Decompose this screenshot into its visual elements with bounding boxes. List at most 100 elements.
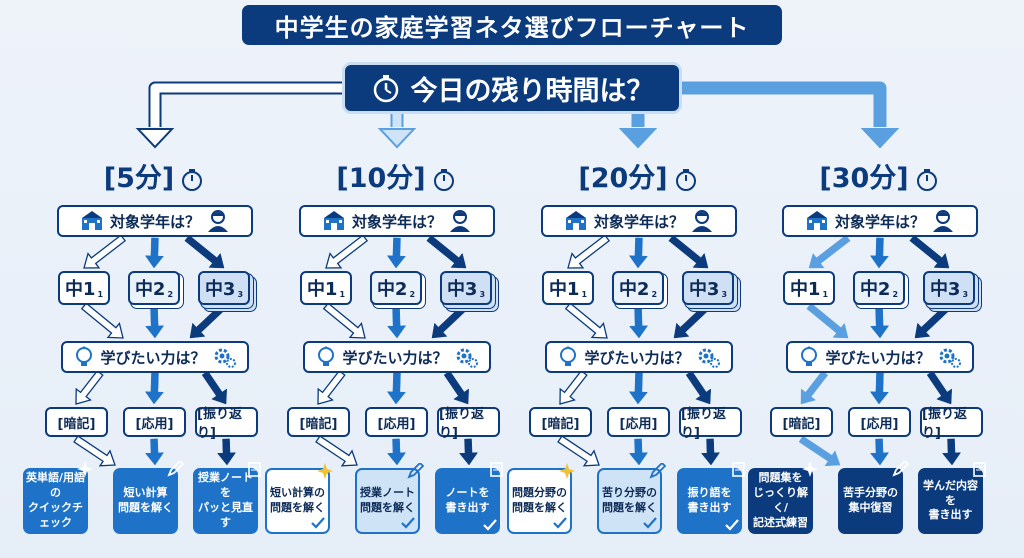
result-card[interactable]: 苦り分野の 問題を解く xyxy=(597,463,666,534)
result-card[interactable]: 短い計算 問題を解く xyxy=(113,461,184,534)
grade-question: 対象学年は？ xyxy=(57,205,253,237)
school-icon xyxy=(81,211,102,230)
grade-label: 中2 xyxy=(134,279,166,300)
result-card[interactable]: 英単語/用語の クイックチェック xyxy=(23,461,93,534)
result-text: 短い計算 問題を解く xyxy=(118,486,173,514)
grade-question-text: 対象学年は？ xyxy=(593,212,684,231)
grade-label: 中3 xyxy=(204,279,236,300)
grade-subscript: 2 xyxy=(892,290,899,299)
skill-box[interactable]: [応用] xyxy=(123,407,186,437)
result-card[interactable]: 学んだ内容を 書き出す xyxy=(918,462,986,534)
student-icon xyxy=(933,210,953,232)
skill-box[interactable]: [振り返り] xyxy=(437,407,500,441)
grade-label: 中2 xyxy=(376,279,408,300)
grade-label: 中1 xyxy=(64,279,96,300)
time-branch-arrow xyxy=(377,114,417,149)
skill-box[interactable]: [振り返り] xyxy=(195,407,258,441)
grade-label: 中1 xyxy=(789,279,821,300)
time-label: [30分] xyxy=(770,156,990,195)
hourglass-icon xyxy=(916,168,937,191)
result-card[interactable]: 問題分野の 問題を解く xyxy=(507,463,575,534)
grade-label: 中2 xyxy=(859,279,891,300)
result-text: 授業ノートを パッと見直す xyxy=(198,471,253,529)
time-branch-arrow xyxy=(135,81,342,149)
skill-box[interactable]: [暗記] xyxy=(529,407,592,437)
stopwatch-icon xyxy=(373,75,398,103)
pencil-icon xyxy=(167,461,184,477)
pencil-icon xyxy=(892,461,909,477)
time-question: 今日の残り時間は？ xyxy=(342,62,682,114)
skill-box[interactable]: [暗記] xyxy=(45,407,108,437)
result-card[interactable]: 問題集を じっくり解く/ 記述式練習 xyxy=(748,461,818,534)
skill-question-text: 学びたい力は？ xyxy=(825,348,931,367)
skill-box[interactable]: [暗記] xyxy=(770,407,833,437)
lightbulb-icon xyxy=(318,346,335,366)
time-question-text: 今日の残り時間は？ xyxy=(410,75,654,107)
sparkle-icon xyxy=(77,461,93,477)
note-icon xyxy=(973,462,986,477)
grade-subscript: 1 xyxy=(581,290,588,299)
result-card[interactable]: 短い計算の 問題を解く xyxy=(265,463,333,534)
gears-icon xyxy=(939,348,961,368)
skill-question-text: 学びたい力は？ xyxy=(342,348,448,367)
hourglass-icon xyxy=(675,168,696,191)
pencil-icon xyxy=(649,463,666,479)
skill-box[interactable]: [暗記] xyxy=(287,407,350,437)
school-icon xyxy=(806,211,827,230)
skill-question: 学びたい力は？ xyxy=(61,341,249,373)
result-text: 振り語を 書き出す xyxy=(687,486,732,514)
result-card[interactable]: 振り語を 書き出す xyxy=(677,462,745,534)
time-label: [20分] xyxy=(529,156,749,195)
grade-label: 中3 xyxy=(688,279,720,300)
time-label-text: [10分] xyxy=(336,163,426,194)
pencil-icon xyxy=(732,462,745,477)
grade-question-text: 対象学年は？ xyxy=(834,212,925,231)
gears-icon xyxy=(698,348,720,368)
grade-subscript: 1 xyxy=(339,290,346,299)
grade-label: 中3 xyxy=(929,279,961,300)
result-card[interactable]: 苦手分野の 集中復習 xyxy=(838,461,909,534)
sparkle-icon xyxy=(559,463,575,479)
gears-icon xyxy=(214,348,236,368)
skill-box[interactable]: [振り返り] xyxy=(920,407,983,441)
time-label-text: [30分] xyxy=(819,163,909,194)
result-text: 短い計算の 問題を解く xyxy=(270,486,325,514)
skill-box[interactable]: [応用] xyxy=(365,407,428,437)
grade-subscript: 2 xyxy=(651,290,658,299)
student-icon xyxy=(208,210,228,232)
checkmark-icon xyxy=(553,517,567,529)
result-text: 授業ノート 問題を解く xyxy=(360,486,415,514)
checkmark-icon xyxy=(643,517,657,529)
result-card[interactable]: ノートを 書き出す xyxy=(435,462,503,534)
grade-subscript: 2 xyxy=(409,290,416,299)
result-text: 苦手分野の 集中復習 xyxy=(843,486,898,514)
hourglass-icon xyxy=(433,168,454,191)
school-icon xyxy=(565,211,586,230)
time-label: [5分] xyxy=(45,156,265,195)
result-card[interactable]: 授業ノートを パッと見直す xyxy=(193,462,261,534)
time-label-text: [5分] xyxy=(103,163,175,194)
skill-box[interactable]: [応用] xyxy=(848,407,911,437)
result-card[interactable]: 授業ノート 問題を解く xyxy=(355,463,424,534)
skill-box[interactable]: [振り返り] xyxy=(679,407,742,441)
result-text: 英単語/用語の クイックチェック xyxy=(25,471,86,529)
student-icon xyxy=(450,210,470,232)
skill-box[interactable]: [応用] xyxy=(607,407,670,437)
grade-question: 対象学年は？ xyxy=(299,205,495,237)
result-text: ノートを 書き出す xyxy=(445,486,490,514)
